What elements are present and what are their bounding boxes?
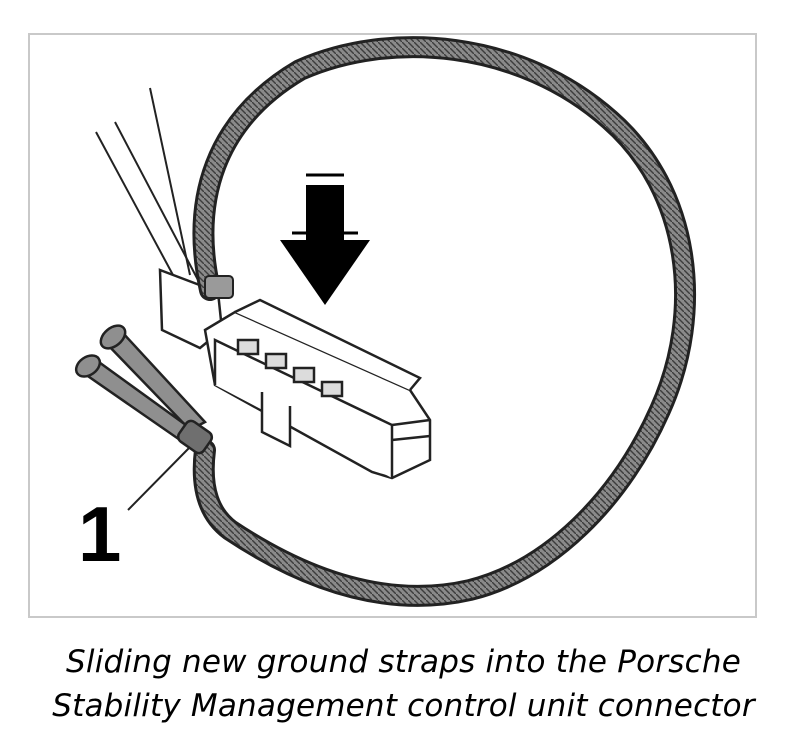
- strap-ferrule: [204, 275, 234, 299]
- control-unit-connector: [203, 298, 432, 480]
- callout-number: 1: [78, 490, 122, 578]
- caption-line-1: Sliding new ground straps into the Porsc…: [66, 644, 741, 680]
- ground-strap-loop: [192, 36, 697, 607]
- ground-strap-tips: [74, 324, 214, 455]
- caption-line-2: Stability Management control unit connec…: [52, 688, 755, 724]
- wires: [95, 87, 199, 289]
- callout-leader-line: [127, 446, 191, 511]
- figure-caption: Sliding new ground straps into the Porsc…: [0, 640, 807, 728]
- down-arrow-icon: [280, 173, 370, 305]
